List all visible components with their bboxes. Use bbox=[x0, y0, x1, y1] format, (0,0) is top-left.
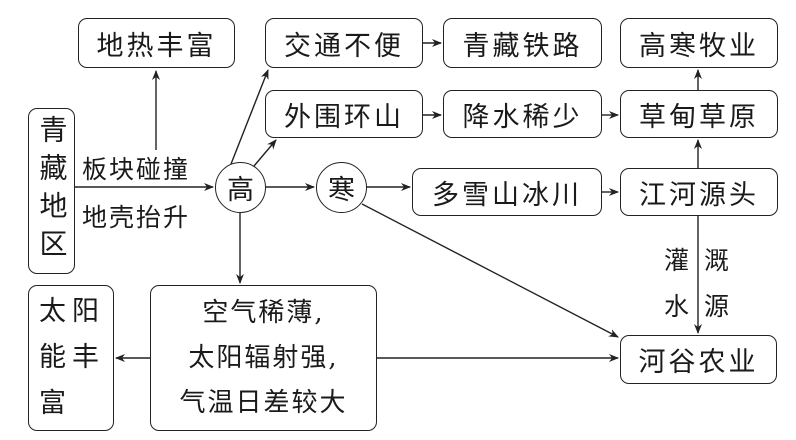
edge-label-irrigation-right: 溉 源 bbox=[704, 238, 731, 330]
node-solar-line: 富 bbox=[39, 388, 72, 419]
node-riversource: 江河源头 bbox=[620, 168, 778, 216]
irrigation-char: 溉 bbox=[704, 246, 732, 275]
node-glacier-label: 多雪山冰川 bbox=[432, 179, 582, 211]
node-cold: 寒 bbox=[316, 162, 367, 213]
node-grassland: 草甸草原 bbox=[620, 90, 778, 138]
irrigation-char: 源 bbox=[704, 292, 732, 321]
node-traffic-label: 交通不便 bbox=[284, 30, 404, 62]
node-climate-line: 气温日差较大 bbox=[179, 387, 348, 418]
node-precip-label: 降水稀少 bbox=[462, 101, 583, 133]
node-precip: 降水稀少 bbox=[443, 90, 602, 138]
edge-label-uplift: 地壳抬升 bbox=[82, 203, 191, 232]
node-valleyagri: 河谷农业 bbox=[620, 335, 777, 384]
edge-high-traffic bbox=[230, 69, 269, 165]
node-railway-label: 青藏铁路 bbox=[462, 30, 583, 62]
node-grassland-label: 草甸草原 bbox=[639, 101, 759, 133]
node-solar-line: 太阳 bbox=[39, 296, 105, 327]
irrigation-char: 灌 bbox=[664, 246, 692, 275]
node-solar-line: 能丰 bbox=[39, 342, 105, 373]
node-region-label: 青藏地区 bbox=[35, 115, 69, 267]
node-geothermal: 地热丰富 bbox=[78, 18, 235, 68]
node-climate: 空气稀薄, 太阳辐射强, 气温日差较大 bbox=[150, 285, 377, 431]
node-high-label: 高 bbox=[227, 175, 254, 206]
node-railway: 青藏铁路 bbox=[443, 18, 602, 68]
irrigation-char: 水 bbox=[664, 292, 692, 321]
node-climate-line: 空气稀薄, bbox=[202, 297, 325, 328]
node-pastoral: 高寒牧业 bbox=[620, 18, 778, 68]
node-mountains-label: 外围环山 bbox=[284, 101, 404, 133]
node-high: 高 bbox=[215, 162, 266, 213]
node-glacier: 多雪山冰川 bbox=[412, 168, 602, 216]
node-traffic: 交通不便 bbox=[265, 18, 423, 68]
node-mountains: 外围环山 bbox=[265, 90, 423, 138]
edge-label-irrigation-left: 灌 水 bbox=[664, 238, 691, 330]
edge-label-collision: 板块碰撞 bbox=[82, 155, 191, 184]
edge-high-mountains bbox=[253, 139, 277, 167]
node-riversource-label: 江河源头 bbox=[639, 179, 759, 211]
node-pastoral-label: 高寒牧业 bbox=[639, 30, 759, 62]
node-solar: 太阳 能丰 富 bbox=[28, 285, 114, 431]
node-climate-line: 太阳辐射强, bbox=[188, 342, 339, 373]
node-cold-label: 寒 bbox=[328, 175, 355, 206]
edge-cold-valleyagri bbox=[361, 203, 619, 338]
node-region: 青藏地区 bbox=[28, 108, 75, 274]
node-geothermal-label: 地热丰富 bbox=[96, 30, 217, 62]
node-valleyagri-label: 河谷农业 bbox=[638, 347, 759, 378]
